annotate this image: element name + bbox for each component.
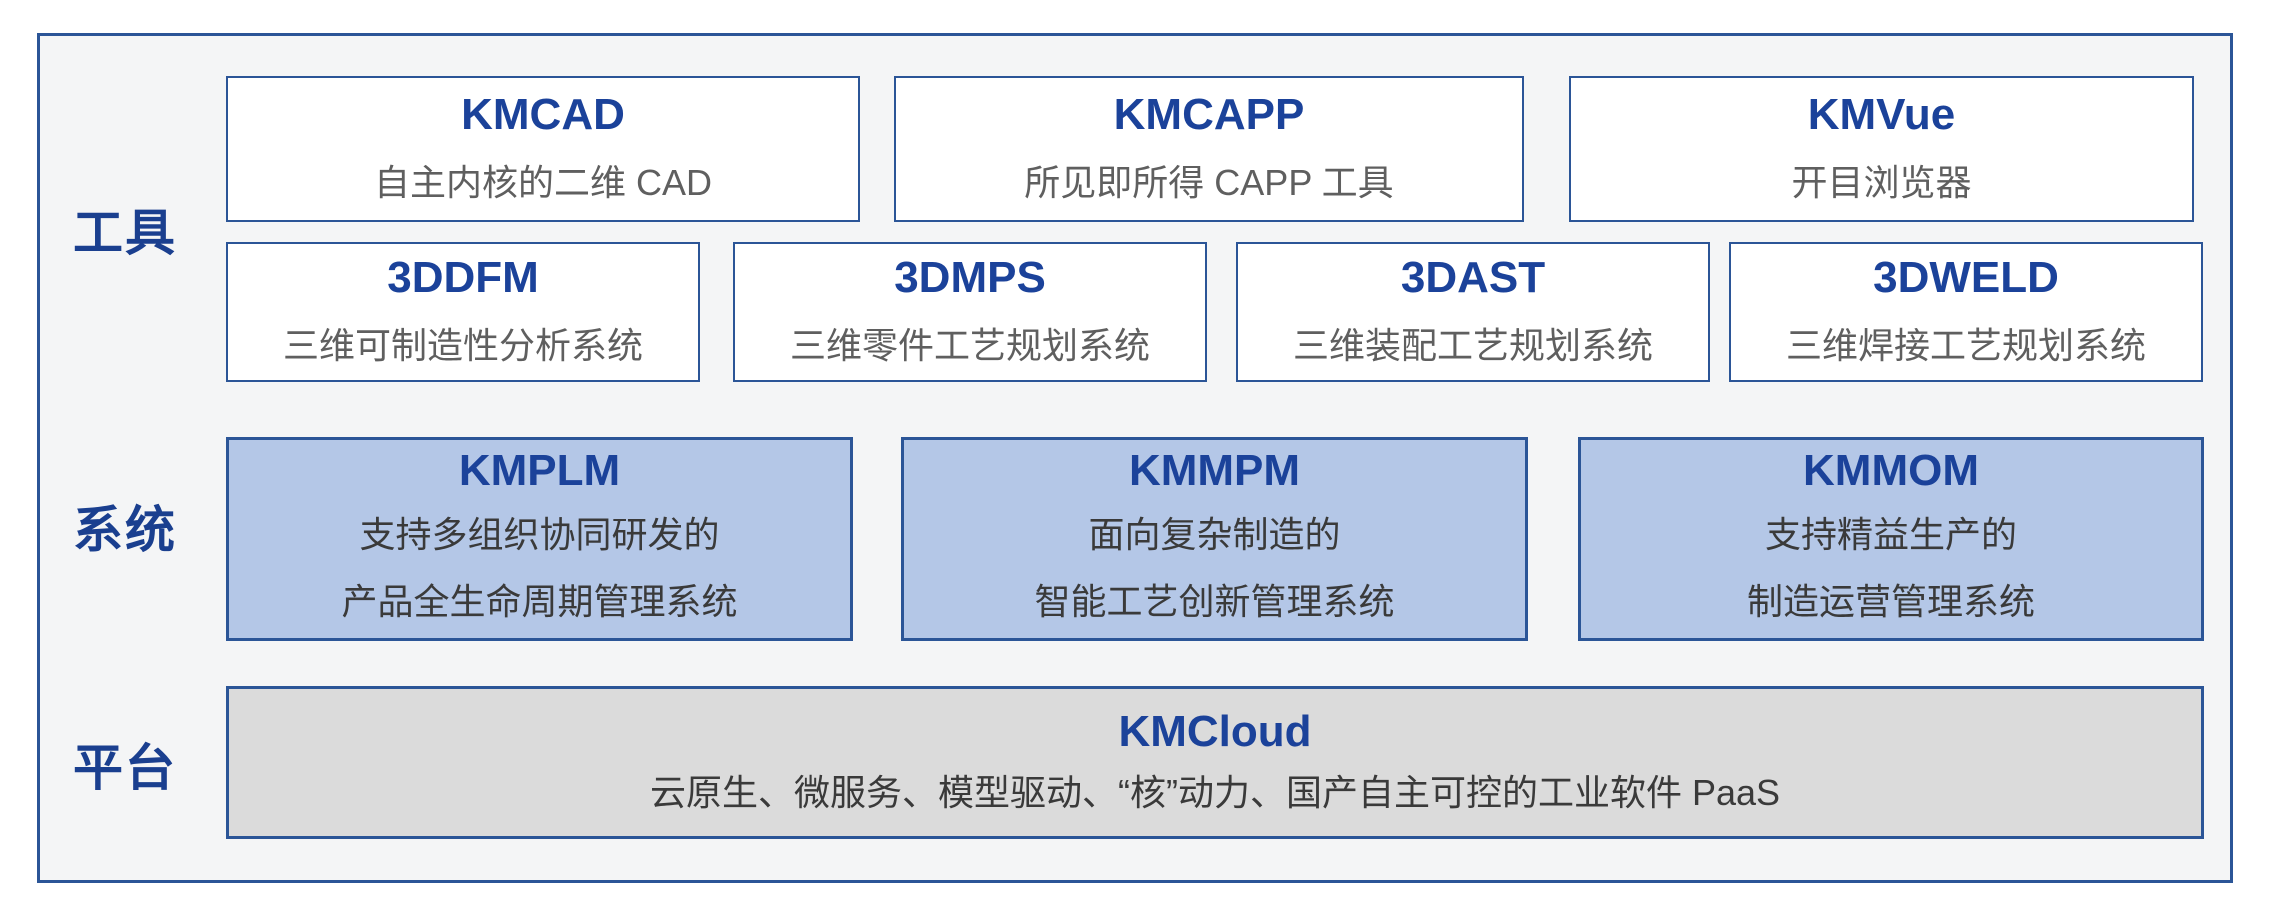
product-box-3dmps: 3DMPS 三维零件工艺规划系统 [733,242,1207,382]
product-box-3dweld: 3DWELD 三维焊接工艺规划系统 [1729,242,2203,382]
product-desc-line2: 制造运营管理系统 [1746,581,2035,623]
product-title: KMCAD [461,90,625,140]
product-box-kmcloud: KMCloud 云原生、微服务、模型驱动、“核”动力、国产自主可控的工业软件 P… [226,686,2204,839]
tier-label-systems: 系统 [73,502,177,558]
product-box-kmmpm: KMMPM 面向复杂制造的 智能工艺创新管理系统 [901,437,1528,641]
product-box-3dast: 3DAST 三维装配工艺规划系统 [1236,242,1710,382]
product-desc: 三维零件工艺规划系统 [789,324,1150,366]
product-desc: 三维焊接工艺规划系统 [1785,324,2146,366]
product-box-kmplm: KMPLM 支持多组织协同研发的 产品全生命周期管理系统 [226,437,853,641]
product-title: KMMOM [1803,446,1979,496]
product-title: KMVue [1807,90,1956,140]
product-desc: 所见即所得 CAPP 工具 [1024,161,1394,203]
product-desc-line2: 产品全生命周期管理系统 [341,581,738,623]
product-box-kmvue: KMVue 开目浏览器 [1569,76,2194,222]
product-title: KMMPM [1128,446,1301,496]
product-title: 3DWELD [1873,253,2059,303]
product-desc: 自主内核的二维 CAD [373,161,712,203]
tier-label-tools: 工具 [73,205,177,261]
product-desc-line1: 支持精益生产的 [1764,513,2017,555]
product-desc: 开目浏览器 [1791,161,1972,203]
product-box-kmcad: KMCAD 自主内核的二维 CAD [226,76,860,222]
product-desc-line2: 智能工艺创新管理系统 [1034,581,1395,623]
product-box-3ddfm: 3DDFM 三维可制造性分析系统 [226,242,700,382]
product-desc-line1: 支持多组织协同研发的 [359,513,720,555]
product-desc-line1: 面向复杂制造的 [1088,513,1341,555]
product-title: 3DAST [1400,253,1546,303]
tier-label-platform: 平台 [73,740,177,796]
product-desc: 三维可制造性分析系统 [282,324,643,366]
product-title: KMCloud [1118,706,1312,756]
product-title: 3DDFM [387,253,539,303]
product-title: KMCAPP [1113,90,1305,140]
product-desc: 云原生、微服务、模型驱动、“核”动力、国产自主可控的工业软件 PaaS [649,772,1781,814]
product-title: 3DMPS [894,253,1046,303]
product-box-kmmom: KMMOM 支持精益生产的 制造运营管理系统 [1578,437,2204,641]
product-box-kmcapp: KMCAPP 所见即所得 CAPP 工具 [894,76,1524,222]
product-desc: 三维装配工艺规划系统 [1292,324,1653,366]
product-title: KMPLM [458,446,621,496]
